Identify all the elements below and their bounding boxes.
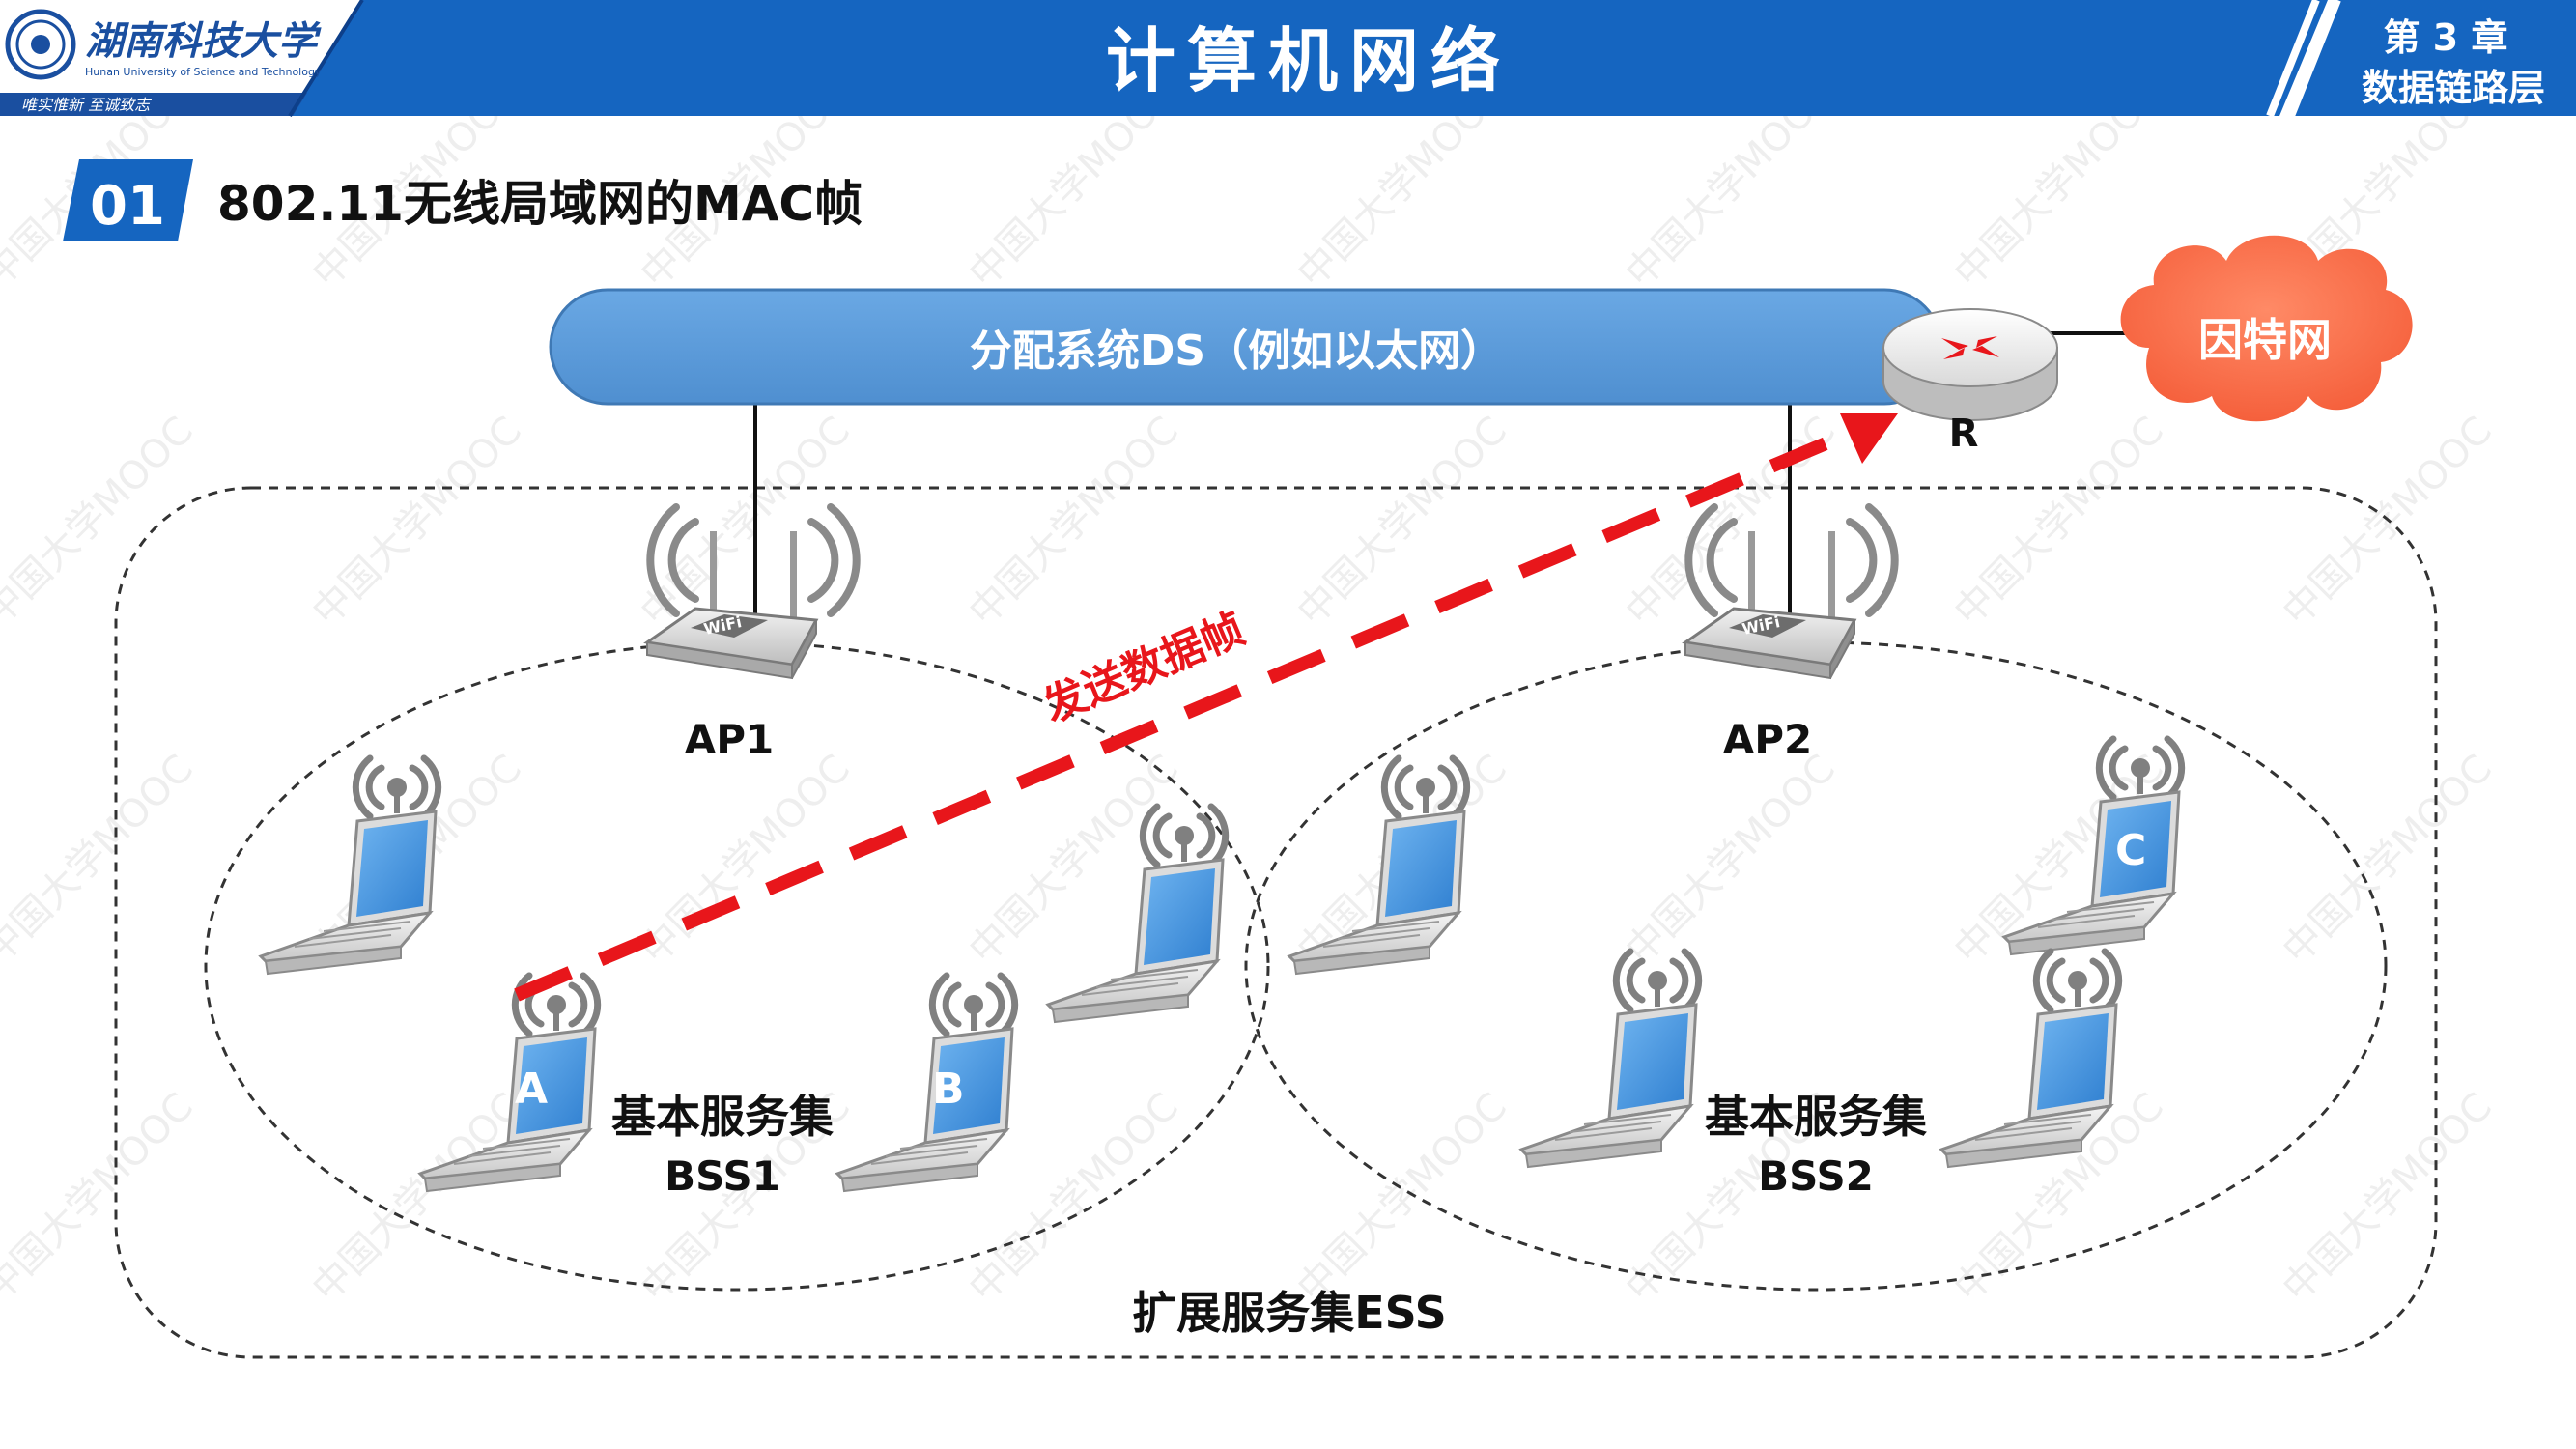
ess-boundary <box>114 486 2438 1359</box>
router-label: R <box>1949 412 1979 456</box>
laptop-c: C <box>2004 739 2182 954</box>
router <box>1882 308 2058 421</box>
laptop-b: B <box>837 976 1015 1191</box>
university-name-cn: 湖南科技大学 <box>85 19 322 64</box>
bss2-name: BSS2 <box>1758 1152 1874 1200</box>
arrow-head-icon <box>1840 413 1898 464</box>
laptop-a-label: A <box>515 1065 548 1114</box>
section-number-badge <box>63 159 193 242</box>
send-frame-arrow <box>514 413 1898 1002</box>
ds-label: 分配系统DS（例如以太网） <box>970 327 1503 376</box>
section-number: 01 <box>90 175 165 238</box>
chapter-title: 数据链路层 <box>2362 67 2545 109</box>
ap1-label: AP1 <box>685 716 775 763</box>
distribution-system-bar: 分配系统DS（例如以太网） <box>549 288 1943 406</box>
chapter-number: 第 3 章 <box>2384 16 2508 59</box>
laptop-bss1-topleft <box>261 758 439 974</box>
laptop-bss2-middle <box>1521 952 1699 1167</box>
watermark-layer <box>0 70 2501 1312</box>
section-title: 802.11无线局域网的MAC帧 <box>217 176 863 232</box>
course-title: 计算机网络 <box>1106 20 1512 101</box>
internet-cloud: 因特网 <box>2120 235 2413 422</box>
university-motto: 唯实惟新 至诚致志 <box>21 96 152 114</box>
university-name-en: Hunan University of Science and Technolo… <box>85 66 322 78</box>
header-bar: 湖南科技大学 Hunan University of Science and T… <box>0 0 2576 118</box>
router-arrows-icon <box>1941 336 1999 359</box>
ap2-label: AP2 <box>1723 716 1813 763</box>
internet-label: 因特网 <box>2198 314 2332 366</box>
laptop-b-label: B <box>932 1065 965 1114</box>
laptop-c-label: C <box>2115 826 2146 875</box>
section-heading: 01 802.11无线局域网的MAC帧 <box>63 159 863 242</box>
ess-label: 扩展服务集ESS <box>1132 1287 1447 1339</box>
laptop-a: A <box>420 976 598 1191</box>
bss1-title: 基本服务集 <box>611 1091 834 1143</box>
send-frame-label: 发送数据帧 <box>1036 604 1252 731</box>
bss1-name: BSS1 <box>665 1152 780 1200</box>
bss2-title: 基本服务集 <box>1705 1091 1927 1143</box>
logo-panel <box>0 0 362 116</box>
university-emblem-icon <box>5 9 76 80</box>
